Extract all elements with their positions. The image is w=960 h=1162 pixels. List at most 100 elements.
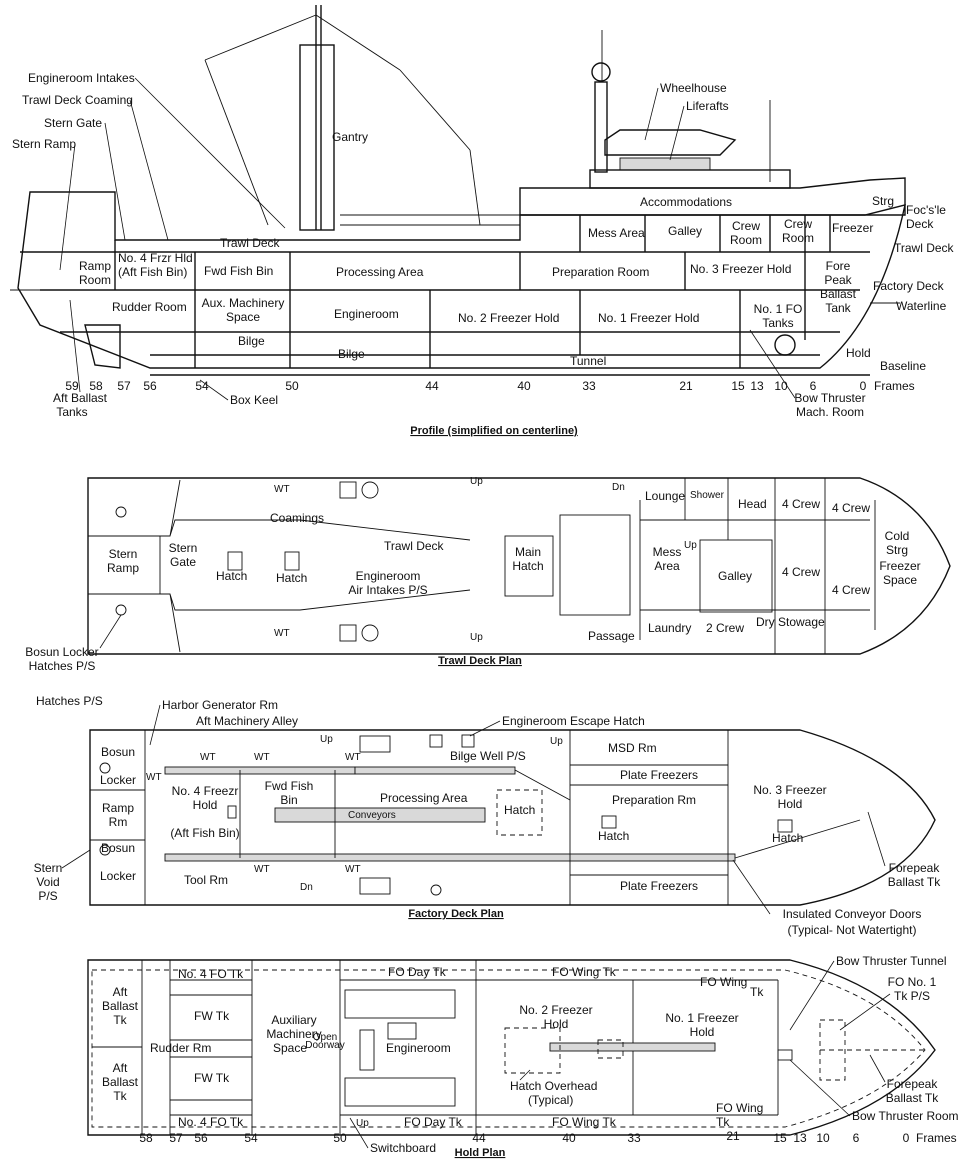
hold-frame-50: 50 — [333, 1131, 347, 1145]
trawl-label-bosun-1: Bosun Locker — [25, 645, 98, 659]
hold-frame-33: 33 — [627, 1131, 641, 1145]
label-gantry: Gantry — [332, 130, 368, 144]
label-no1-fo-2: Tanks — [762, 316, 793, 330]
vent-2 — [361, 481, 379, 499]
trawl-label-lounge: Lounge — [645, 489, 685, 503]
hold-frame-0: 0 — [903, 1131, 910, 1145]
label-no2-freezer-hold: No. 2 Freezer Hold — [458, 311, 559, 325]
profile-title: Profile (simplified on centerline) — [410, 425, 578, 437]
trawl-wt-2: WT — [274, 628, 290, 639]
hold-label-fo-day-b: FO Day Tk — [404, 1115, 463, 1129]
hold-label-aft-ballast-a1: Aft — [113, 985, 128, 999]
trawl-label-hatch-2: Hatch — [276, 571, 307, 585]
label-aft-ballast-1: Aft Ballast — [53, 391, 108, 405]
engine-pump — [359, 1029, 375, 1071]
leader-11 — [149, 704, 161, 746]
label-fore-peak-4: Tank — [825, 301, 851, 315]
trawl-label-bosun-2: Hatches P/S — [29, 659, 96, 673]
label-fore-peak-1: Fore — [826, 259, 851, 273]
factory-label-bosun-a2: Locker — [100, 773, 136, 787]
trawl-label-stern-gate-2: Gate — [170, 555, 196, 569]
conveyor-lower — [164, 853, 736, 862]
label-liferafts: Liferafts — [686, 99, 729, 113]
trawl-label-er-intakes-2: Air Intakes P/S — [348, 583, 427, 597]
leader-12 — [469, 720, 501, 737]
trawl-label-cold-1: Cold — [885, 529, 910, 543]
gantry-tower — [299, 44, 335, 231]
gantry-wire-2 — [315, 14, 401, 71]
hold-label-bow-room: Bow Thruster Room — [852, 1109, 958, 1123]
hold-conveyor — [549, 1042, 716, 1052]
bosun-hatch-2 — [115, 604, 127, 616]
label-focsle-2: Deck — [906, 217, 934, 231]
gantry-wire-1 — [204, 59, 269, 226]
factory-plan-title: Factory Deck Plan — [408, 908, 504, 920]
hold-frame-13: 13 — [793, 1131, 807, 1145]
factory-label-fwd-fish-2: Bin — [280, 793, 297, 807]
label-factory-deck: Factory Deck — [873, 279, 945, 293]
coaming-lower — [88, 589, 471, 653]
hold-frame-54: 54 — [244, 1131, 258, 1145]
factory-gen-box-2 — [359, 877, 391, 895]
frame-54: 54 — [195, 379, 209, 393]
leader-10 — [99, 614, 122, 649]
frame-13: 13 — [750, 379, 764, 393]
leader-14 — [867, 811, 886, 867]
factory-hatch-box — [496, 789, 543, 836]
label-crew-room-1b: Room — [730, 233, 762, 247]
hold-inner-outline — [91, 969, 926, 1128]
factory-label-er-escape: Engineroom Escape Hatch — [502, 714, 645, 728]
trawl-hatch-2 — [284, 551, 300, 571]
hold-label-bow-tunnel: Bow Thruster Tunnel — [836, 954, 947, 968]
leader-4 — [59, 143, 76, 271]
bow-thruster-unit — [777, 1049, 793, 1061]
conveyor-centre — [274, 807, 486, 823]
hatch-overhead-2 — [597, 1039, 624, 1059]
leader-17 — [789, 960, 835, 1031]
factory-hatch-2 — [601, 815, 617, 829]
factory-wt-6: WT — [254, 864, 270, 875]
factory-label-harbor-gen: Harbor Generator Rm — [162, 698, 278, 712]
factory-gen-box-1 — [359, 735, 391, 753]
label-freezer: Freezer — [832, 221, 873, 235]
label-mess-area: Mess Area — [588, 226, 645, 240]
hold-label-no4-fo-a: No. 4 FO Tk — [178, 967, 244, 981]
hold-frame-15: 15 — [773, 1131, 787, 1145]
hold-label-fo-wing-b: FO Wing Tk — [552, 1115, 617, 1129]
hold-label-aft-ballast-a2: Ballast — [102, 999, 139, 1013]
label-accommodations: Accommodations — [640, 195, 732, 209]
label-preparation-room: Preparation Room — [552, 265, 649, 279]
trawl-label-cold-2: Strg — [886, 543, 908, 557]
factory-label-aft-mach-alley: Aft Machinery Alley — [196, 714, 298, 728]
label-crew-room-2: Crew — [784, 217, 812, 231]
factory-label-forepeak-1: Forepeak — [889, 861, 941, 875]
hold-frame-58: 58 — [139, 1131, 153, 1145]
label-hold: Hold — [846, 346, 871, 360]
factory-label-stern-void-1: Stern — [34, 861, 63, 875]
factory-wt-1: WT — [200, 752, 216, 763]
fo-no1-tank — [819, 1019, 846, 1081]
label-focsle-1: Foc's'le — [906, 203, 946, 217]
hold-label-no2-1: No. 2 Freezer — [519, 1003, 592, 1017]
leader-5 — [644, 87, 659, 141]
frame-6: 6 — [810, 379, 817, 393]
bosun-hatch-1 — [115, 506, 127, 518]
factory-label-conveyors: Conveyors — [348, 810, 396, 821]
leader-15 — [732, 859, 771, 915]
factory-label-plate-1: Plate Freezers — [620, 768, 698, 782]
label-rudder-room: Rudder Room — [112, 300, 187, 314]
trawl-up-3: Up — [684, 540, 697, 551]
leader-1 — [134, 77, 286, 229]
leader-13 — [61, 849, 91, 869]
trawl-label-2crew: 2 Crew — [706, 621, 744, 635]
leader-7 — [69, 299, 81, 393]
engine-1 — [344, 989, 456, 1019]
trawl-label-freezer-2: Space — [883, 573, 917, 587]
trawl-label-hatch-1: Hatch — [216, 569, 247, 583]
trawl-deck-plan — [87, 477, 951, 655]
gantry-boom — [204, 14, 317, 61]
leader-18 — [839, 993, 891, 1031]
hold-frame-numbers: 58 57 56 54 50 44 40 33 21 15 13 10 6 0 … — [139, 1129, 956, 1145]
label-waterline: Waterline — [896, 299, 947, 313]
